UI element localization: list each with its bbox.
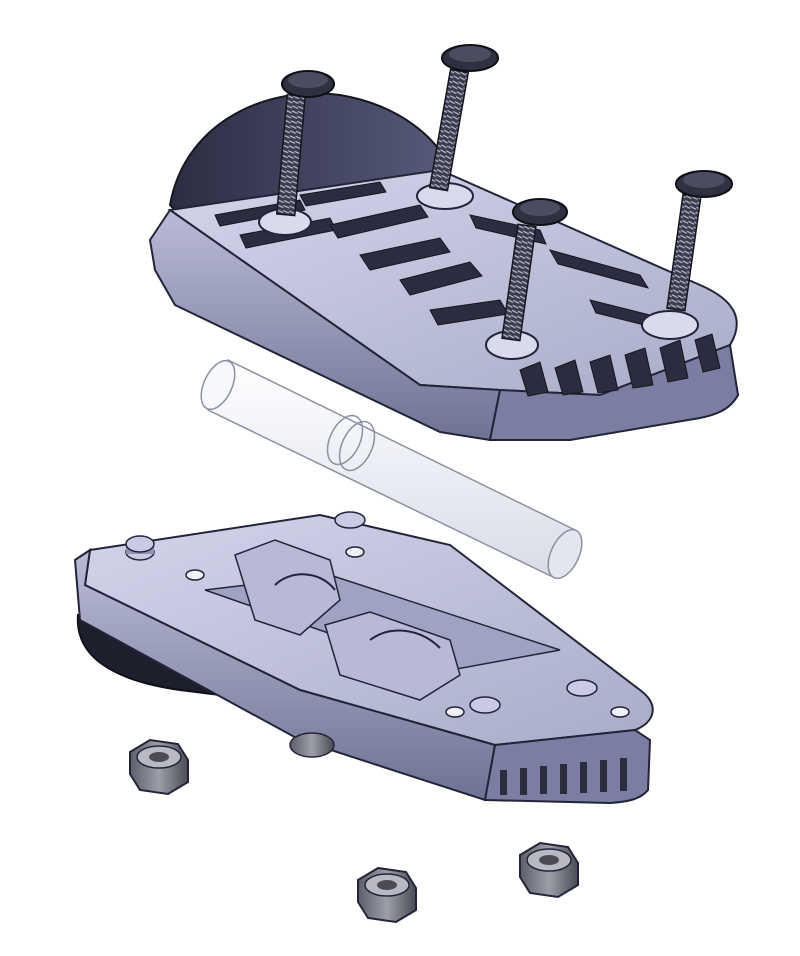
bottom-plate-notches — [500, 758, 627, 795]
hex-nut — [129, 738, 189, 796]
screw — [428, 44, 499, 192]
bottom-clamp-plate — [73, 511, 654, 805]
screw — [501, 198, 568, 342]
top-clamp-plate — [148, 92, 740, 442]
bottom-plate-saddle — [234, 539, 341, 636]
hex-nut — [519, 841, 579, 899]
bottom-plate-holes — [185, 546, 630, 718]
bottom-plate-pegs — [125, 511, 598, 714]
bottom-plate-saddle — [324, 611, 461, 701]
top-plate-hole — [641, 310, 699, 340]
screw — [666, 170, 733, 312]
transparent-cylinder-pin — [200, 358, 583, 580]
screw — [275, 70, 335, 217]
hex-nut — [357, 866, 417, 924]
